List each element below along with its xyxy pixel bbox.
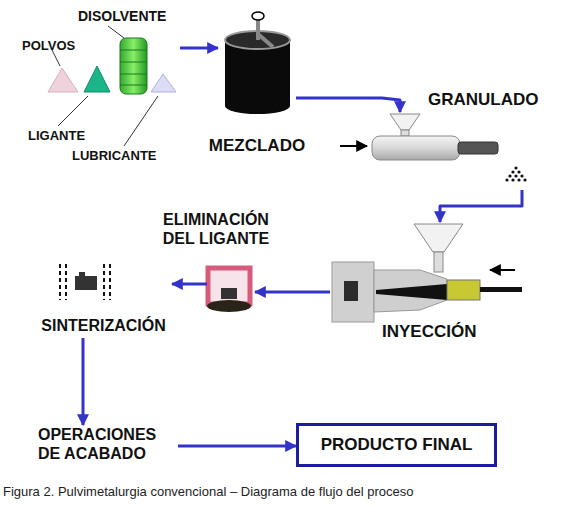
drum-base	[225, 98, 290, 114]
heater-bar	[103, 264, 105, 300]
nozzle	[376, 284, 447, 300]
granule	[514, 166, 517, 169]
granules	[505, 166, 526, 181]
hopper	[390, 114, 420, 130]
stirrer-blade	[258, 34, 273, 47]
hopper-neck	[401, 130, 409, 136]
screw	[458, 142, 498, 154]
barrel	[372, 136, 460, 160]
flow-arrow	[180, 47, 218, 50]
flow-arrow	[440, 190, 522, 222]
finishing-step: OPERACIONES DE ACABADO	[38, 425, 178, 473]
hopper	[414, 224, 463, 252]
granule	[523, 178, 526, 181]
debinding-step: ELIMINACIÓN DEL LIGANTE	[207, 266, 255, 312]
leader-line	[124, 96, 158, 146]
part	[221, 288, 237, 299]
granule	[511, 170, 514, 173]
injection-step: INYECCIÓN	[330, 222, 525, 320]
stack-ring	[120, 50, 147, 51]
flow-arrow	[296, 98, 400, 112]
sintering-furnace	[60, 264, 110, 300]
flow-arrow	[172, 283, 207, 286]
stack-ring	[120, 85, 147, 86]
step-label: POLVOS	[22, 38, 75, 54]
machine-body	[374, 270, 447, 312]
piston-rod	[480, 287, 522, 292]
step-label: GRANULADO	[428, 90, 539, 110]
granulator	[340, 114, 527, 182]
step-label: OPERACIONES DE ACABADO	[38, 425, 178, 463]
granule	[508, 174, 511, 177]
oven-box	[208, 268, 250, 304]
push-arrow	[490, 269, 515, 271]
step-label: LUBRICANTE	[72, 148, 157, 164]
flow-arrow	[255, 291, 330, 294]
box-label: PRODUCTO FINAL	[321, 435, 473, 455]
step-label: SINTERIZACIÓN	[23, 316, 184, 335]
granule	[511, 178, 514, 181]
step-label: DISOLVENTE	[78, 8, 166, 25]
granule	[505, 178, 508, 181]
step-label: INYECCIÓN	[382, 322, 476, 342]
heater-bar	[59, 264, 61, 300]
screw-housing	[447, 280, 480, 300]
figure-caption: Figura 2. Pulvimetalurgia convencional –…	[3, 484, 413, 499]
debinding-oven	[207, 268, 251, 312]
flow-arrow	[82, 338, 85, 425]
stack-ring	[120, 62, 147, 63]
granulating-step: GRANULADO	[340, 112, 530, 190]
heater-bar	[65, 264, 67, 300]
leader-line	[108, 26, 124, 38]
sintering-step: SINTERIZACIÓN	[35, 262, 172, 338]
lubricant-cone	[151, 74, 176, 92]
step-label: ELIMINACIÓN DEL LIGANTE	[147, 210, 285, 248]
solvent-stack	[120, 38, 147, 94]
powder-cone	[48, 68, 78, 92]
solvent-stack	[120, 38, 147, 94]
mould-block	[332, 262, 374, 322]
hopper-neck	[434, 252, 443, 272]
moulded-part	[344, 281, 358, 301]
feed-arrow	[340, 145, 367, 147]
ingredients-group: POLVOSDISOLVENTE LIGANTE LUBRICANTE	[20, 8, 180, 164]
powder-cone	[48, 68, 78, 92]
granule	[514, 174, 517, 177]
leader-line	[58, 96, 88, 126]
mixer-drum	[225, 12, 290, 114]
step-label: LIGANTE	[28, 128, 85, 144]
flow-arrow	[178, 445, 296, 448]
final-product-box: PRODUCTO FINAL	[296, 423, 497, 467]
granule	[517, 178, 520, 181]
oven-base	[207, 300, 251, 312]
heater-bar	[109, 264, 111, 300]
granule	[520, 174, 523, 177]
binder-cone	[84, 66, 110, 92]
granule	[517, 170, 520, 173]
mixing-step: MEZCLADO	[218, 8, 296, 112]
step-label: MEZCLADO	[204, 136, 310, 156]
part	[75, 276, 97, 290]
part-boss	[79, 272, 85, 276]
stirrer-handle	[252, 12, 264, 20]
injection-machine	[332, 224, 522, 322]
stack-ring	[120, 74, 147, 75]
